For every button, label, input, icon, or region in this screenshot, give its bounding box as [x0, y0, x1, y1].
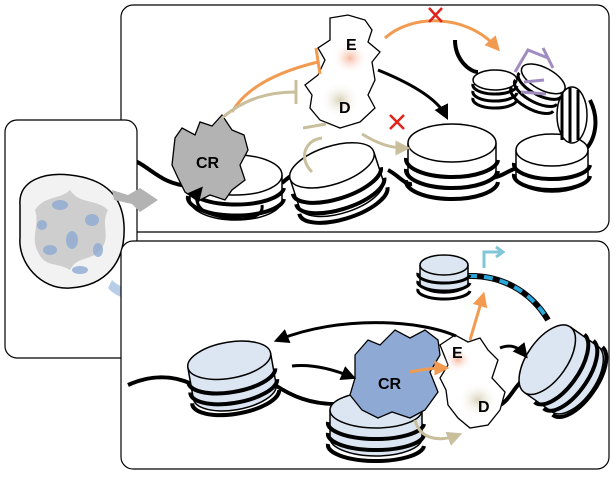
top-tan-arrow-blocked: [361, 132, 411, 156]
bottom-orange-arrow-cr-to-e: [409, 360, 450, 376]
bottom-orange-arrow-e-to-tss: [468, 291, 488, 341]
top-nucleosome-3: [403, 123, 500, 201]
top-ed-factor: [304, 14, 381, 129]
top-orange-inhibit-bar: [314, 47, 322, 75]
bottom-e-label: E: [452, 345, 463, 362]
bottom-dna-transcribed-dash: [467, 273, 550, 322]
top-cr-complex: [171, 113, 249, 202]
top-e-label: E: [346, 37, 357, 54]
top-orange-arrow-blocked: [383, 19, 500, 52]
bottom-black-arrow-d-to-nuc: [499, 342, 528, 359]
top-panel: CR E D: [120, 4, 610, 233]
top-orange-inhibit-line: [230, 60, 319, 113]
red-cross-icon-2: [389, 114, 405, 130]
bottom-panel: CR E D: [120, 240, 610, 470]
bottom-black-arrow-nuc-to-cr: [291, 364, 357, 380]
bottom-nucleosome-3: [518, 324, 609, 420]
bottom-tan-arrow: [413, 419, 463, 446]
inhibition-bar-icon: [513, 47, 555, 73]
bottom-cr-complex: [349, 329, 441, 419]
top-nucleosome-2: [288, 141, 390, 225]
top-nucleosome-cluster: [453, 39, 566, 115]
left-nucleus-panel: [4, 119, 138, 359]
bottom-cr-label: CR: [378, 376, 402, 393]
top-nucleosome-4: [511, 133, 592, 193]
purple-marks: [520, 78, 547, 96]
nucleus-blue-chromatin: [37, 200, 103, 274]
bottom-black-arrow-loop: [273, 321, 457, 344]
top-tan-inhibit-line: [221, 90, 297, 120]
transcription-start-arrow-icon: [482, 245, 506, 268]
top-tan-inhibit-bar-2: [302, 122, 327, 130]
bottom-nucleosome-1: [186, 340, 282, 418]
top-nucleosome-5: [556, 86, 588, 144]
bottom-ed-factor: [439, 334, 506, 429]
top-d-label: D: [339, 100, 351, 117]
bottom-d-label: D: [478, 399, 490, 416]
top-black-arrow-e-to-nuc: [377, 68, 449, 121]
top-black-arrow-loop: [187, 186, 264, 221]
grey-connector-arrow: [112, 188, 158, 212]
red-cross-icon: [428, 7, 443, 23]
top-cr-label: CR: [196, 155, 220, 172]
bottom-nucleosome-4: [416, 254, 472, 301]
top-tan-inhibit-line-2: [303, 136, 323, 174]
